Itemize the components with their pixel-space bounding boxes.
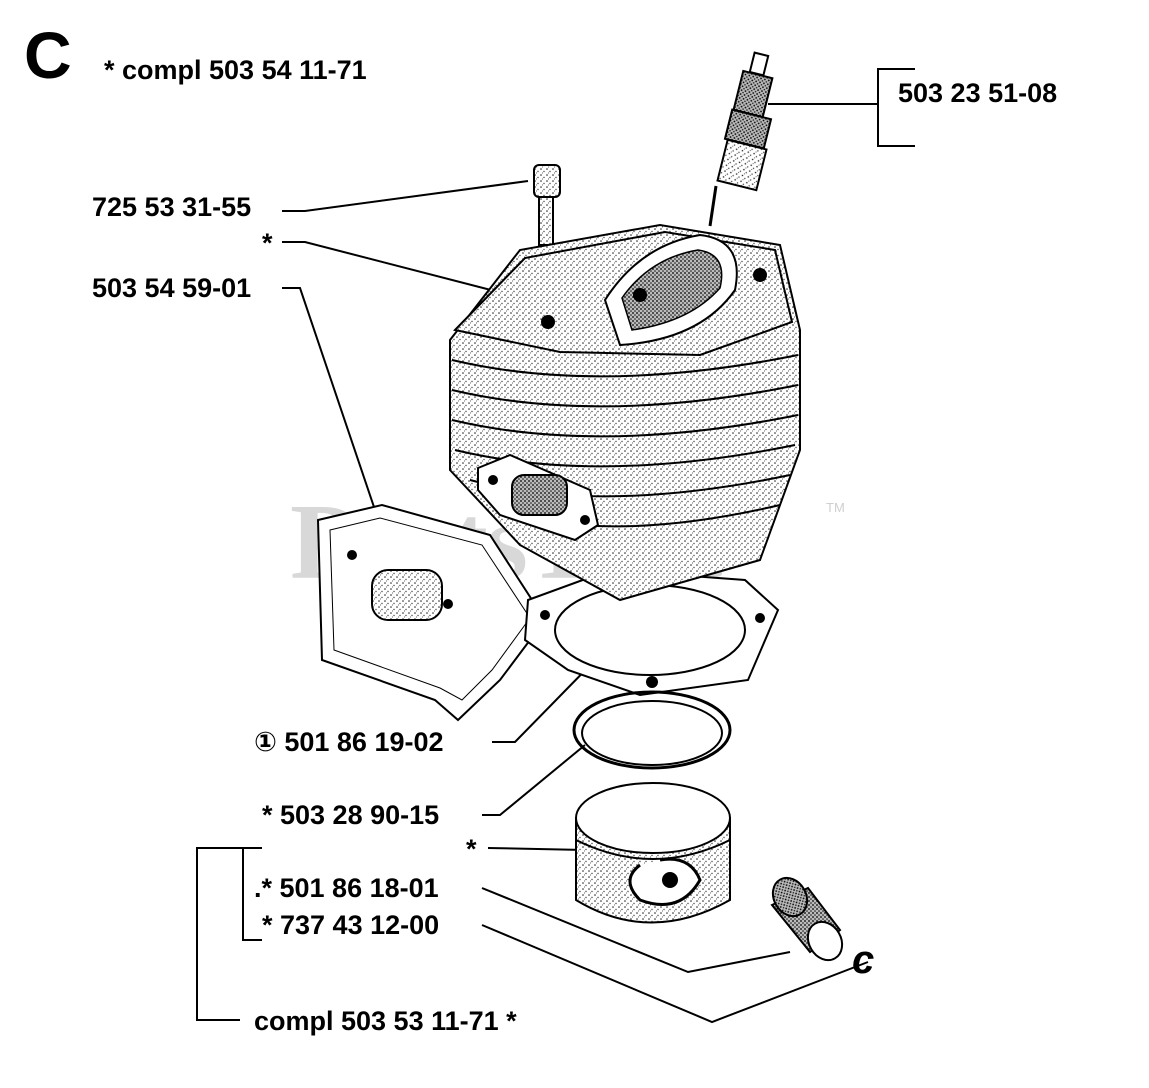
bearing-reference-letter: c (852, 938, 875, 982)
screw-part-number: 725 53 31-55 (92, 192, 252, 222)
spark-plug-part-number: 503 23 51-08 (898, 78, 1058, 108)
piston-ring-part-number: * 503 28 90-15 (262, 800, 440, 830)
screw-drawing (533, 164, 561, 246)
assembly-label: * compl 503 54 11-71 (104, 55, 367, 85)
section-letter: C (24, 18, 72, 92)
cylinder-drawing (449, 223, 801, 602)
circlip-part-number: * 737 43 12-00 (262, 910, 440, 940)
needle-bearing-drawing (770, 876, 844, 962)
base-gasket-drawing (523, 568, 780, 697)
piston-drawing (575, 782, 731, 924)
base-gasket-part-number: ① 501 86 19-02 (254, 727, 444, 757)
piston-star: * (466, 834, 477, 864)
piston-pin-part-number: .* 501 86 18-01 (254, 873, 439, 903)
spark-plug-drawing (708, 51, 774, 227)
gasket-plate-part-number: 503 54 59-01 (92, 273, 252, 303)
gasket-plate-drawing (316, 503, 547, 722)
piston-assembly-label: compl 503 53 11-71 * (254, 1006, 517, 1036)
leader-lines (196, 68, 915, 1024)
piston-ring-drawing (572, 690, 732, 770)
cylinder-star: * (262, 228, 273, 258)
watermark-trademark: TM (826, 500, 845, 515)
